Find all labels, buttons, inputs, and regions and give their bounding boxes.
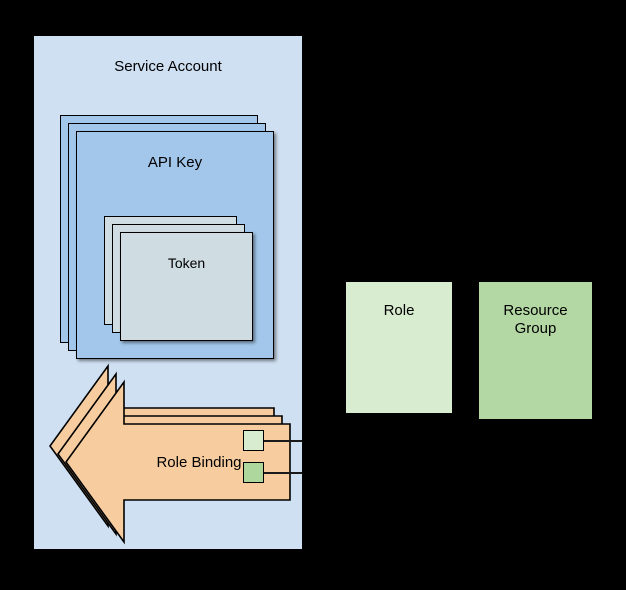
resource-group-box[interactable]: Resource Group bbox=[478, 281, 593, 420]
service-account-label: Service Account bbox=[114, 58, 222, 75]
resource-group-box-label: Resource Group bbox=[503, 302, 568, 338]
role-box[interactable]: Role bbox=[345, 281, 453, 414]
connector-role-binding-to-role bbox=[264, 440, 302, 442]
api-key-label: API Key bbox=[147, 154, 203, 171]
token-label: Token bbox=[167, 255, 206, 271]
role-binding-role-port[interactable] bbox=[243, 430, 264, 451]
role-binding-resource-group-port[interactable] bbox=[243, 462, 264, 483]
role-binding-arrow[interactable] bbox=[65, 379, 291, 545]
token-card[interactable]: Token bbox=[120, 232, 253, 341]
role-box-label: Role bbox=[383, 302, 415, 319]
connector-role-binding-to-resource-group bbox=[264, 472, 302, 474]
